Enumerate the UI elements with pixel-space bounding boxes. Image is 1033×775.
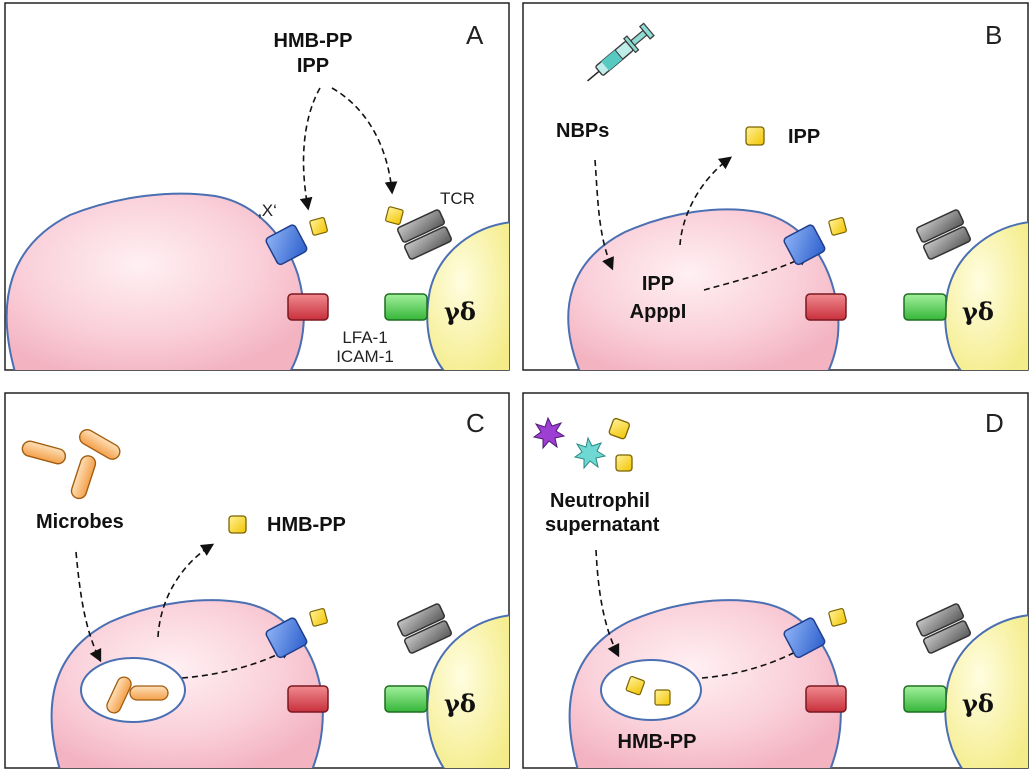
gd-t-cell [426, 221, 509, 370]
antigen-square [828, 608, 847, 627]
tcr-chain [404, 620, 452, 654]
lfa-1-molecule [287, 293, 329, 321]
arrow [331, 87, 398, 195]
tcr-chain [397, 209, 445, 243]
panel-letter: D [985, 408, 1004, 438]
icam-1-molecule [903, 293, 947, 321]
arrow [299, 87, 321, 211]
icam-1-label: ICAM-1 [336, 347, 394, 366]
arrow [594, 159, 614, 271]
panel-c: C Microbes HMB-PP γδ [4, 392, 510, 769]
antigen-square [309, 608, 328, 627]
panel-letter: B [985, 20, 1002, 50]
inner-apppi-label: ApppI [630, 301, 687, 323]
microbe-rod [21, 440, 67, 465]
gd-t-cell [944, 614, 1028, 768]
antigen-square [385, 206, 404, 225]
syringe-icon [587, 22, 655, 82]
neutrophil-label: Neutrophil [550, 490, 650, 512]
x-receptor [265, 617, 308, 659]
vacuole [600, 659, 702, 721]
microbe-rod [106, 676, 132, 714]
hmbpp-released-label: HMB-PP [267, 514, 346, 536]
lfa-1-label: LFA-1 [342, 328, 387, 347]
lfa-1-molecule [287, 685, 329, 713]
tcr-label: TCR [440, 189, 475, 208]
tcr-chain [923, 620, 971, 654]
antigen-square [228, 515, 247, 534]
panel-b: B NBPs IPP IPP ApppI γδ [522, 2, 1029, 371]
gd-t-cell [944, 221, 1028, 370]
microbes-label: Microbes [36, 511, 124, 533]
antigen-square [625, 675, 645, 696]
antigen-square [745, 126, 765, 146]
x-receptor [265, 224, 308, 266]
neutrophil-particle-cyan [573, 436, 607, 470]
panel-letter: C [466, 408, 485, 438]
gd-t-cell [426, 614, 509, 768]
antigen-label-hmbpp: HMB-PP [274, 30, 353, 52]
x-receptor [783, 224, 826, 266]
antigen-square [654, 689, 671, 706]
icam-1-molecule [384, 685, 428, 713]
gd-label: γδ [444, 297, 476, 326]
panel-a: A HMB-PP IPP ‚X‘ TCR γδ LFA-1 ICAM-1 [4, 2, 510, 371]
panel-letter: A [466, 20, 484, 50]
microbe-rod [70, 455, 97, 500]
tcr-chain [397, 603, 445, 637]
antigen-square [309, 217, 328, 236]
tcr-chain [923, 226, 971, 260]
microbe-rod [78, 428, 121, 460]
tcr-chain [916, 603, 964, 637]
neutrophil-particle-purple [532, 416, 566, 450]
inner-ipp-label: IPP [642, 273, 674, 295]
arrow [703, 253, 811, 291]
antigen-label-ipp: IPP [297, 55, 329, 77]
lfa-1-molecule [805, 293, 847, 321]
nbps-label: NBPs [556, 120, 609, 142]
ipp-released-label: IPP [788, 126, 820, 148]
antigen-square [608, 417, 630, 440]
arrow [75, 551, 102, 663]
gd-label: γδ [962, 689, 994, 718]
antigen-square [828, 217, 847, 236]
arrow [595, 549, 620, 658]
arrow [679, 156, 733, 246]
tcr-chain [916, 209, 964, 243]
antigen-square [615, 454, 633, 472]
x-receptor-label: ‚X‘ [258, 201, 277, 220]
icam-1-molecule [384, 293, 428, 321]
x-receptor [783, 617, 826, 659]
tcr-chain [404, 226, 452, 260]
icam-1-molecule [903, 685, 947, 713]
gd-label: γδ [962, 297, 994, 326]
gd-label: γδ [444, 689, 476, 718]
hmbpp-vacuole-label: HMB-PP [618, 731, 697, 753]
arrow [157, 543, 215, 638]
lfa-1-molecule [805, 685, 847, 713]
supernatant-label: supernatant [545, 514, 660, 536]
panel-d: D Neutrophil supernatant HMB-PP γδ [522, 392, 1029, 769]
microbe-rod [129, 685, 169, 701]
